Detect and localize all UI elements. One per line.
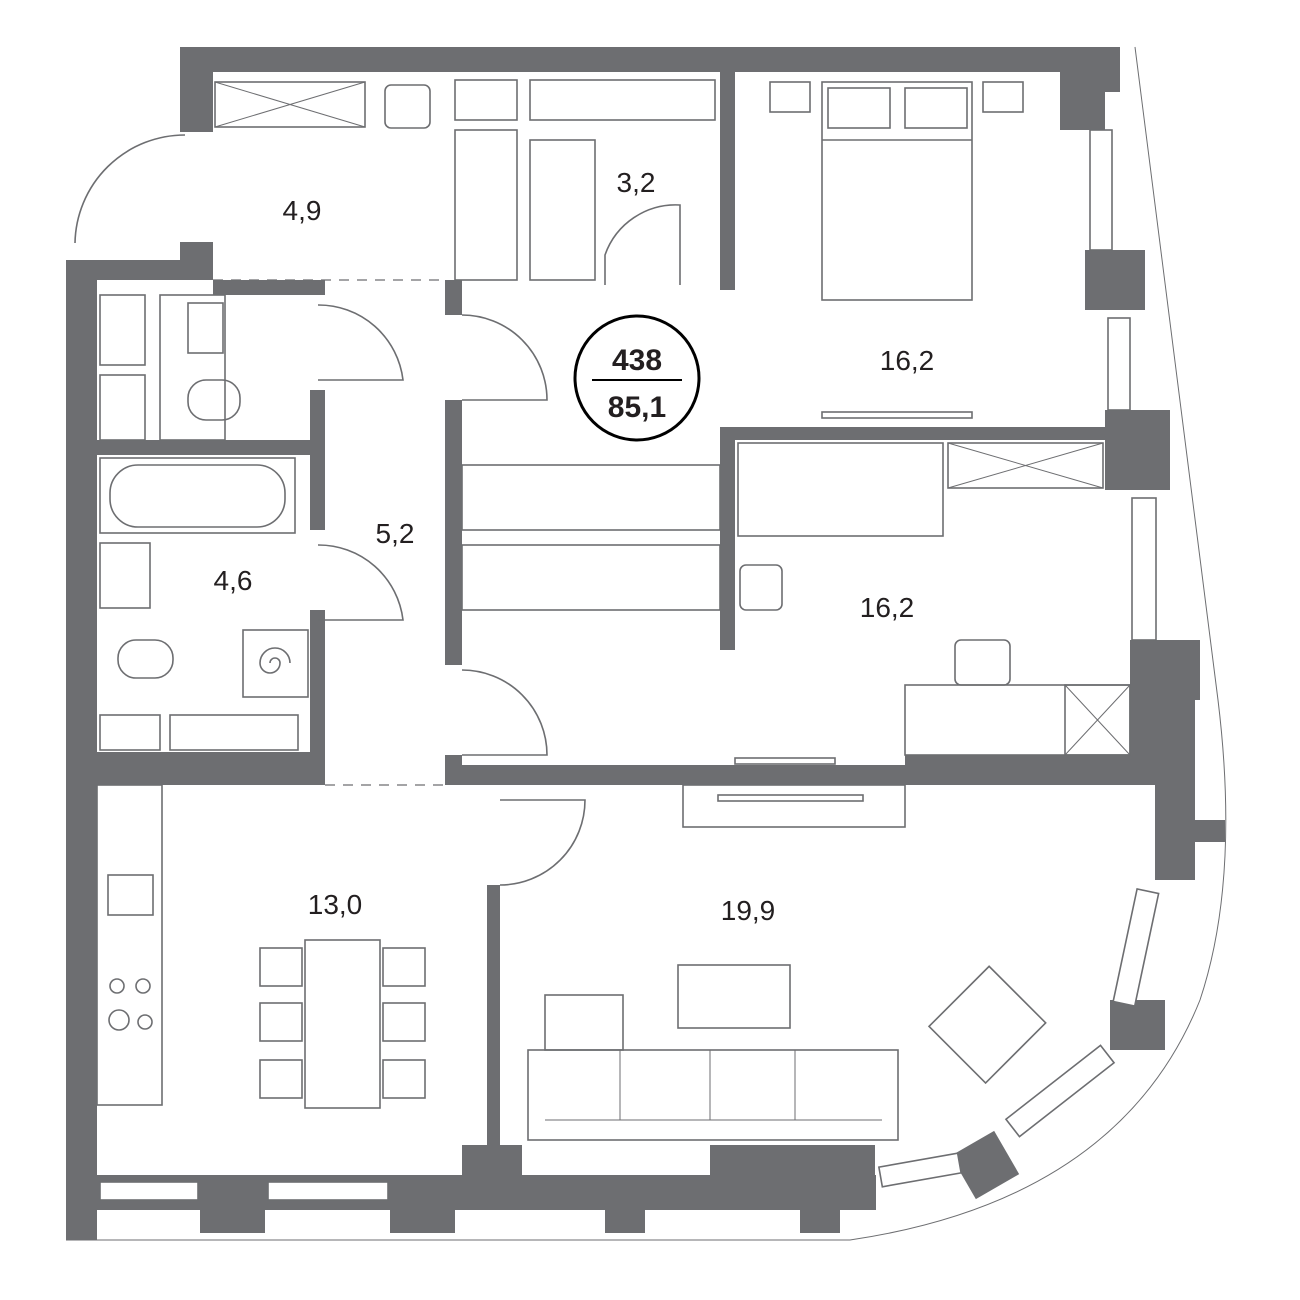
room-area-living: 19,9 [721, 895, 776, 926]
windows [99, 129, 1160, 1201]
room-area-hallway: 4,9 [283, 195, 322, 226]
walls [66, 47, 1225, 1240]
room-area-bathroom: 4,6 [214, 565, 253, 596]
room-area-bedroom-2: 16,2 [860, 592, 915, 623]
room-area-corridor: 5,2 [376, 518, 415, 549]
furniture [96, 79, 1131, 1141]
total-area: 85,1 [608, 391, 666, 424]
room-area-kitchen: 13,0 [308, 889, 363, 920]
room-area-bedroom: 16,2 [880, 345, 935, 376]
apartment-badge: 438 85,1 [573, 314, 701, 442]
doors [74, 134, 681, 886]
exterior-outline [66, 46, 1227, 1241]
apartment-number: 438 [612, 344, 662, 377]
room-labels: 4,9 3,2 16,2 5,2 4,6 16,2 13,0 19,9 [214, 167, 935, 926]
room-area-closet: 3,2 [617, 167, 656, 198]
